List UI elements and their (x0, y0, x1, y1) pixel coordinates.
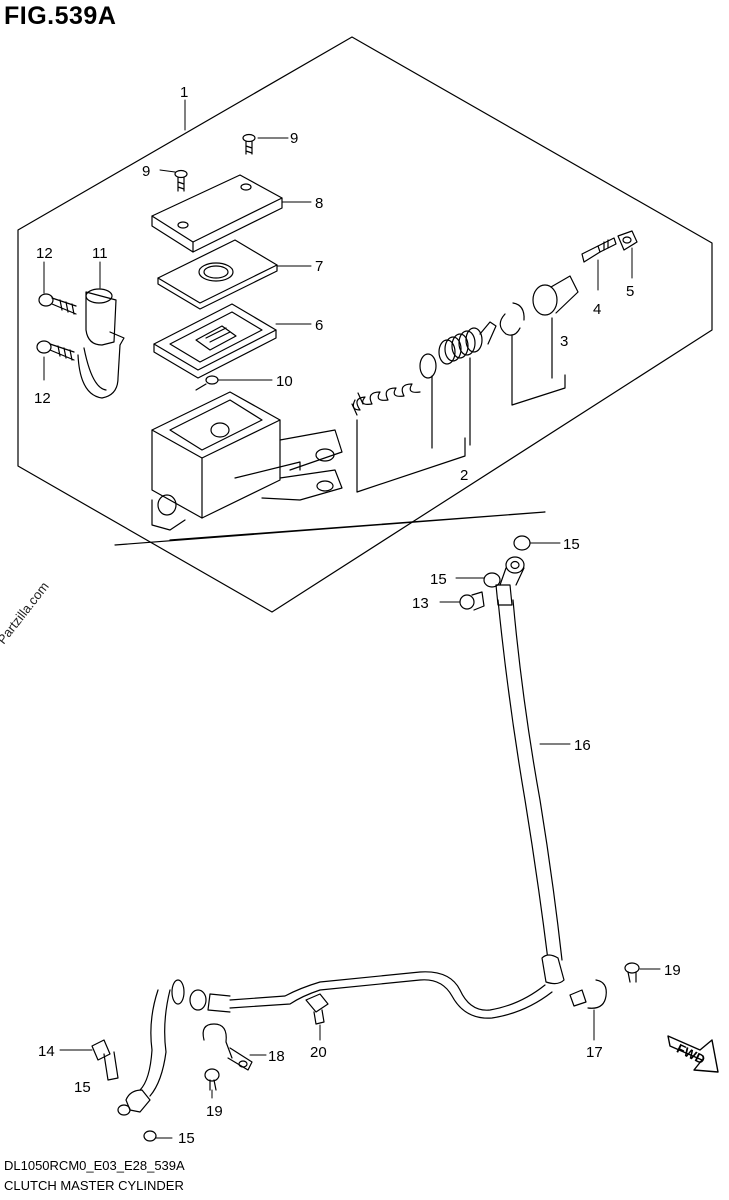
callout-18: 18 (268, 1048, 285, 1065)
callout-15-top: 15 (563, 536, 580, 553)
clutch-hose (495, 584, 565, 985)
callout-3: 3 (560, 333, 568, 350)
piston (438, 321, 497, 365)
callout-1: 1 (180, 84, 188, 101)
cap-screw-left (174, 169, 188, 192)
clamp-bolt-upper (38, 293, 77, 315)
callout-5: 5 (626, 283, 634, 300)
callout-11: 11 (92, 245, 108, 262)
hose-guide (305, 993, 329, 1025)
callout-14: 14 (38, 1043, 55, 1060)
master-cylinder-body (151, 383, 343, 531)
callout-9-right: 9 (290, 130, 298, 147)
hose-guide-hook (569, 979, 607, 1009)
callout-4: 4 (593, 301, 601, 318)
washer-lower-a (117, 1104, 131, 1116)
piston-spring (351, 383, 421, 416)
callout-15-mid: 15 (430, 571, 447, 588)
banjo-fitting-lower (125, 979, 185, 1113)
fwd-arrow (667, 1035, 719, 1073)
callout-8: 8 (315, 195, 323, 212)
callout-13: 13 (412, 595, 429, 612)
callout-10: 10 (276, 373, 293, 390)
banjo-bolt-upper (459, 591, 485, 611)
handlebar-clamp (77, 288, 125, 399)
cap-screw-right (242, 133, 256, 155)
diaphragm-plate (157, 239, 278, 310)
callout-20: 20 (310, 1044, 327, 1061)
fwd-label: FWD (674, 1041, 707, 1067)
washer-upper-b (483, 572, 501, 588)
washer-upper-a (513, 535, 531, 551)
callout-7: 7 (315, 258, 323, 275)
assembly-outline (17, 36, 713, 613)
callout-15-lower-left: 15 (74, 1079, 91, 1096)
callout-15-lower: 15 (178, 1130, 195, 1147)
o-ring-small (205, 375, 219, 385)
banjo-fitting-upper (499, 556, 525, 586)
clamp-bolt-lower (36, 340, 75, 361)
callout-12-lower: 12 (34, 390, 51, 407)
callout-17: 17 (586, 1044, 603, 1061)
guide-bolt (624, 962, 640, 983)
callout-19-right: 19 (664, 962, 681, 979)
diagram-code: DL1050RCM0_E03_E28_539A (4, 1158, 185, 1173)
callout-12-upper: 12 (36, 245, 53, 262)
callout-2: 2 (460, 467, 468, 484)
piston-cup (419, 353, 437, 379)
diagram-name: CLUTCH MASTER CYLINDER (4, 1178, 184, 1193)
banjo-bolt-lower (91, 1039, 119, 1081)
assembly-base-outline (114, 511, 546, 546)
hose-clamp (202, 1023, 253, 1071)
clamp-bolt (204, 1068, 220, 1091)
circlip (499, 302, 525, 336)
reservoir-cap (151, 174, 283, 253)
diaphragm (153, 303, 277, 379)
callout-6: 6 (315, 317, 323, 334)
figure-title: FIG.539A (4, 2, 117, 30)
push-rod (581, 237, 617, 263)
callout-19-lower: 19 (206, 1103, 223, 1120)
callout-9-left: 9 (142, 163, 150, 180)
dust-boot (532, 275, 579, 316)
callout-16: 16 (574, 737, 591, 754)
clutch-pipe (189, 971, 553, 1019)
push-rod-end (617, 230, 638, 251)
washer-lower-b (143, 1130, 157, 1142)
